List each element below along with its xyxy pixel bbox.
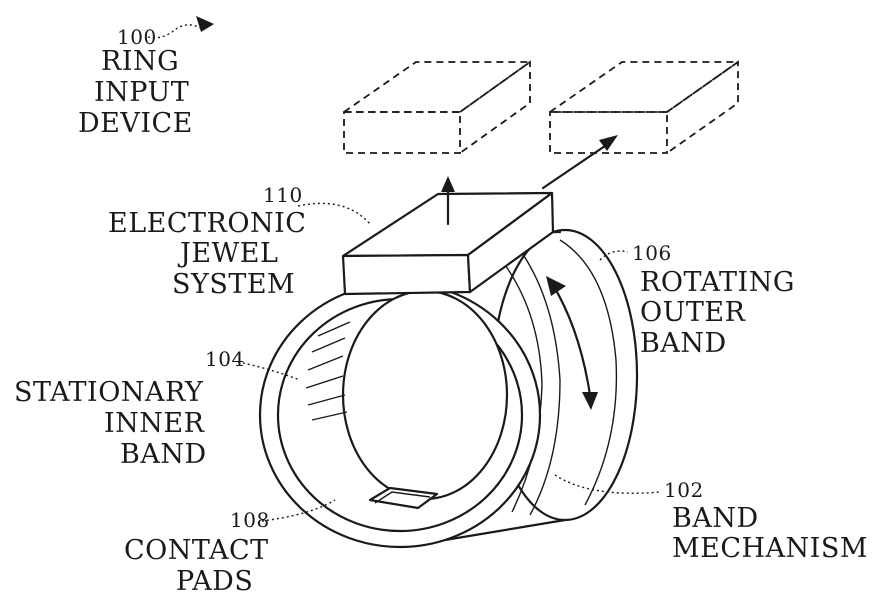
caption-line: OUTER (640, 297, 746, 328)
rotation-arrow-icon (546, 276, 598, 410)
ref-104: 104 (205, 347, 245, 371)
contact-pads (368, 486, 439, 510)
label-ring-input-device: 100 RING INPUT DEVICE (78, 25, 193, 139)
caption-line: BAND (672, 503, 759, 534)
ref-102: 102 (664, 478, 704, 502)
label-electronic-jewel-system: 110 ELECTRONIC JEWEL SYSTEM (108, 183, 306, 300)
label-rotating-outer-band: 106 ROTATING OUTER BAND (632, 241, 795, 359)
detached-box-upper (341, 60, 533, 154)
diagonal-arrow-icon (541, 135, 618, 190)
label-stationary-inner-band: 104 STATIONARY INNER BAND (14, 347, 245, 470)
caption-line: SYSTEM (172, 269, 295, 300)
caption-line: ELECTRONIC (108, 208, 306, 239)
up-arrow-icon (441, 176, 455, 226)
caption-line: CONTACT (124, 535, 269, 566)
caption-line: RING (101, 46, 179, 77)
caption-line: MECHANISM (672, 533, 868, 564)
label-band-mechanism: 102 BAND MECHANISM (664, 478, 868, 564)
ref-100: 100 (117, 25, 157, 49)
detached-box-side (547, 60, 741, 154)
caption-line: BAND (120, 439, 207, 470)
ref-106: 106 (632, 241, 672, 265)
caption-line: BAND (640, 328, 727, 359)
caption-line: INPUT (94, 77, 189, 108)
caption-line: DEVICE (78, 108, 193, 139)
leader-lines (147, 16, 661, 522)
ref-110: 110 (263, 183, 303, 207)
caption-line: PADS (176, 566, 253, 597)
caption-line: STATIONARY (14, 377, 204, 408)
caption-line: JEWEL (177, 238, 278, 269)
label-contact-pads: 108 CONTACT PADS (124, 508, 270, 597)
ref-108: 108 (230, 508, 270, 532)
caption-line: INNER (104, 408, 205, 439)
caption-line: ROTATING (640, 267, 795, 298)
